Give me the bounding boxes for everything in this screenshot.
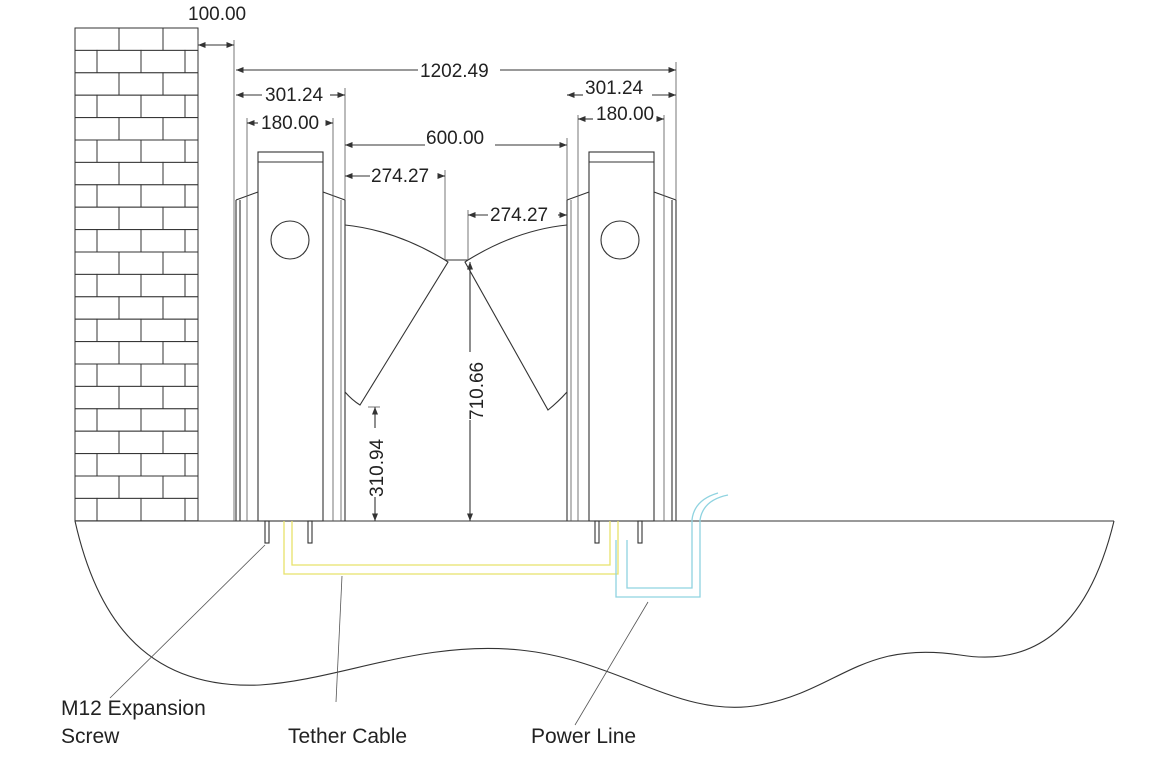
dim-left-wing-reach: 274.27 [371, 166, 429, 187]
right-reader-icon [600, 220, 640, 260]
leader-lines [109, 544, 649, 726]
brick-wall [74, 27, 199, 522]
left-cabinet [235, 151, 346, 544]
label-expansion-screw: M12 Expansion [61, 697, 206, 720]
label-power-line: Power Line [531, 725, 636, 748]
dim-wing-height: 710.66 [467, 362, 488, 420]
label-tether-cable: Tether Cable [288, 725, 407, 748]
dim-left-cabinet-width: 301.24 [265, 85, 324, 106]
right-cabinet [566, 151, 677, 544]
swing-wings [344, 224, 568, 411]
dim-left-cabinet-core: 180.00 [261, 113, 319, 134]
dim-right-cabinet-core: 180.00 [596, 104, 654, 125]
dim-right-cabinet-width: 301.24 [585, 78, 644, 99]
dim-passage-width: 600.00 [426, 128, 484, 149]
dim-wing-bottom-height: 310.94 [367, 438, 388, 497]
dim-right-wing-reach: 274.27 [490, 205, 548, 226]
power-line [615, 492, 729, 598]
ground-section [74, 520, 1115, 708]
tether-cable [283, 521, 619, 575]
label-expansion-screw-line2: Screw [61, 725, 120, 748]
left-reader-icon [270, 220, 310, 260]
dimension-lines [197, 40, 677, 521]
dim-overall-width: 1202.49 [420, 61, 489, 82]
dim-wall-gap: 100.00 [188, 4, 246, 25]
